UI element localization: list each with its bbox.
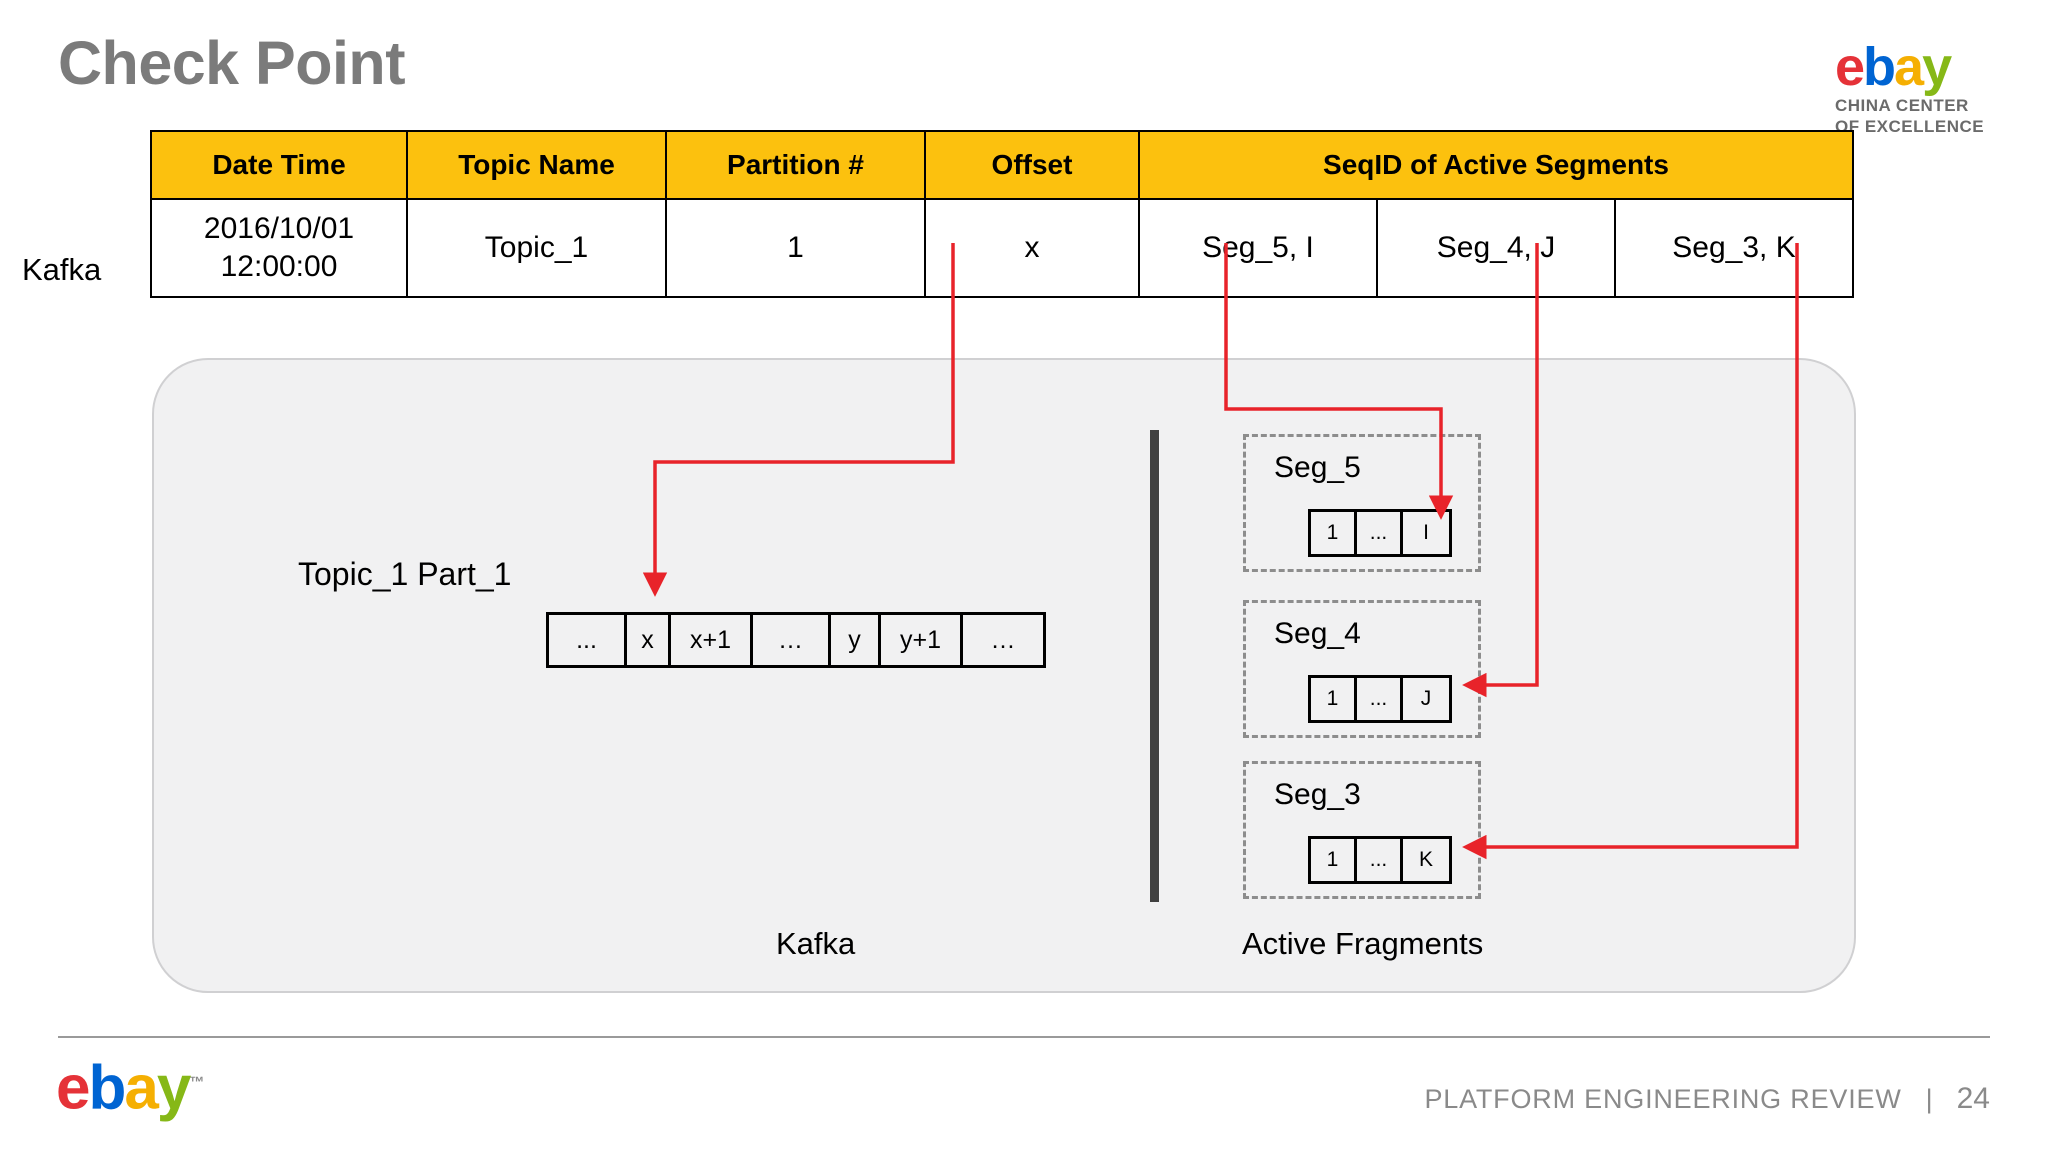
segment-title: Seg_5	[1274, 451, 1361, 484]
segment-box-seg5: Seg_5 1 ... I	[1243, 434, 1481, 572]
panel-caption-kafka: Kafka	[776, 926, 856, 961]
column-header-topic-name: Topic Name	[406, 130, 667, 200]
page-number: 24	[1956, 1082, 1990, 1115]
segment-cell: ...	[1357, 839, 1403, 881]
partition-cell: y	[831, 615, 881, 665]
trademark-symbol: ™	[189, 1074, 205, 1091]
column-header-partition: Partition #	[665, 130, 926, 200]
partition-label: Topic_1 Part_1	[298, 556, 512, 592]
cell-offset: x	[924, 198, 1140, 298]
table-header-row: Date Time Topic Name Partition # Offset …	[150, 130, 1854, 200]
segment-cell: K	[1418, 848, 1433, 871]
ebay-ccoe-logo: ebay CHINA CENTER OF EXCELLENCE	[1835, 40, 2035, 136]
footer-separator: |	[1925, 1083, 1933, 1114]
partition-cell: ...	[549, 615, 627, 665]
ccoe-line-2: OF EXCELLENCE	[1835, 117, 1985, 136]
column-header-offset: Offset	[924, 130, 1140, 200]
partition-cell-strip: ... x x+1 … y y+1 …	[546, 612, 1046, 668]
cell-partition: 1	[665, 198, 926, 298]
segment-cell: 1	[1311, 839, 1357, 881]
column-header-seqid: SeqID of Active Segments	[1138, 130, 1854, 200]
segment-box-seg4: Seg_4 1 ... J	[1243, 600, 1481, 738]
footer-divider	[58, 1036, 1990, 1038]
ebay-letter-a: a	[124, 1053, 159, 1123]
segment-cell: ...	[1357, 678, 1403, 720]
segment-cell: 1	[1311, 678, 1357, 720]
segment-cell-strip: 1 ... I	[1308, 509, 1452, 557]
segment-title: Seg_3	[1274, 778, 1361, 811]
cell-segment-3: Seg_3, K	[1614, 198, 1854, 298]
page-title: Check Point	[58, 29, 406, 97]
segment-box-seg3: Seg_3 1 ... K	[1243, 761, 1481, 899]
section-divider	[1150, 430, 1159, 902]
ebay-letter-b: b	[88, 1053, 126, 1123]
segment-cell-strip: 1 ... J	[1308, 675, 1452, 723]
column-header-date-time: Date Time	[150, 130, 408, 200]
checkpoint-table: Date Time Topic Name Partition # Offset …	[150, 130, 1854, 298]
segment-title: Seg_4	[1274, 617, 1361, 650]
cell-segment-2: Seg_4, J	[1376, 198, 1616, 298]
partition-cell: y+1	[881, 615, 963, 665]
segment-cell: 1	[1311, 512, 1357, 554]
table-row: 2016/10/01 12:00:00 Topic_1 1 x Seg_5, I…	[150, 198, 1854, 298]
ebay-letter-a: a	[1894, 37, 1924, 97]
cell-topic-name: Topic_1	[406, 198, 667, 298]
ebay-wordmark: ebay	[1835, 40, 2035, 94]
ccoe-line-1: CHINA CENTER	[1835, 96, 1969, 115]
footer-label: PLATFORM ENGINEERING REVIEW	[1424, 1083, 1902, 1114]
ebay-letter-e: e	[56, 1053, 91, 1123]
segment-cell: J	[1420, 687, 1432, 710]
cell-date-line-2: 12:00:00	[220, 250, 338, 283]
ebay-letter-e: e	[1835, 37, 1865, 97]
ebay-wordmark-footer: ebay™	[56, 1052, 204, 1120]
ebay-letter-y: y	[1922, 37, 1952, 97]
partition-cell: x+1	[671, 615, 753, 665]
ebay-footer-logo: ebay™	[56, 1052, 204, 1120]
ebay-letter-b: b	[1863, 37, 1896, 97]
panel-caption-active-fragments: Active Fragments	[1242, 926, 1484, 961]
cell-date-line-1: 2016/10/01	[203, 212, 355, 245]
cell-segment-1: Seg_5, I	[1138, 198, 1378, 298]
segment-cell: ...	[1357, 512, 1403, 554]
diagram-panel	[152, 358, 1856, 993]
footer-meta: PLATFORM ENGINEERING REVIEW | 24	[1424, 1082, 1990, 1116]
ebay-letter-y: y	[156, 1053, 192, 1123]
partition-cell: x	[627, 615, 671, 665]
segment-cell: I	[1423, 521, 1429, 544]
cell-date-time: 2016/10/01 12:00:00	[150, 198, 408, 298]
partition-cell: …	[990, 625, 1016, 654]
segment-cell-strip: 1 ... K	[1308, 836, 1452, 884]
partition-cell: …	[753, 615, 831, 665]
table-row-label-kafka: Kafka	[22, 252, 102, 287]
